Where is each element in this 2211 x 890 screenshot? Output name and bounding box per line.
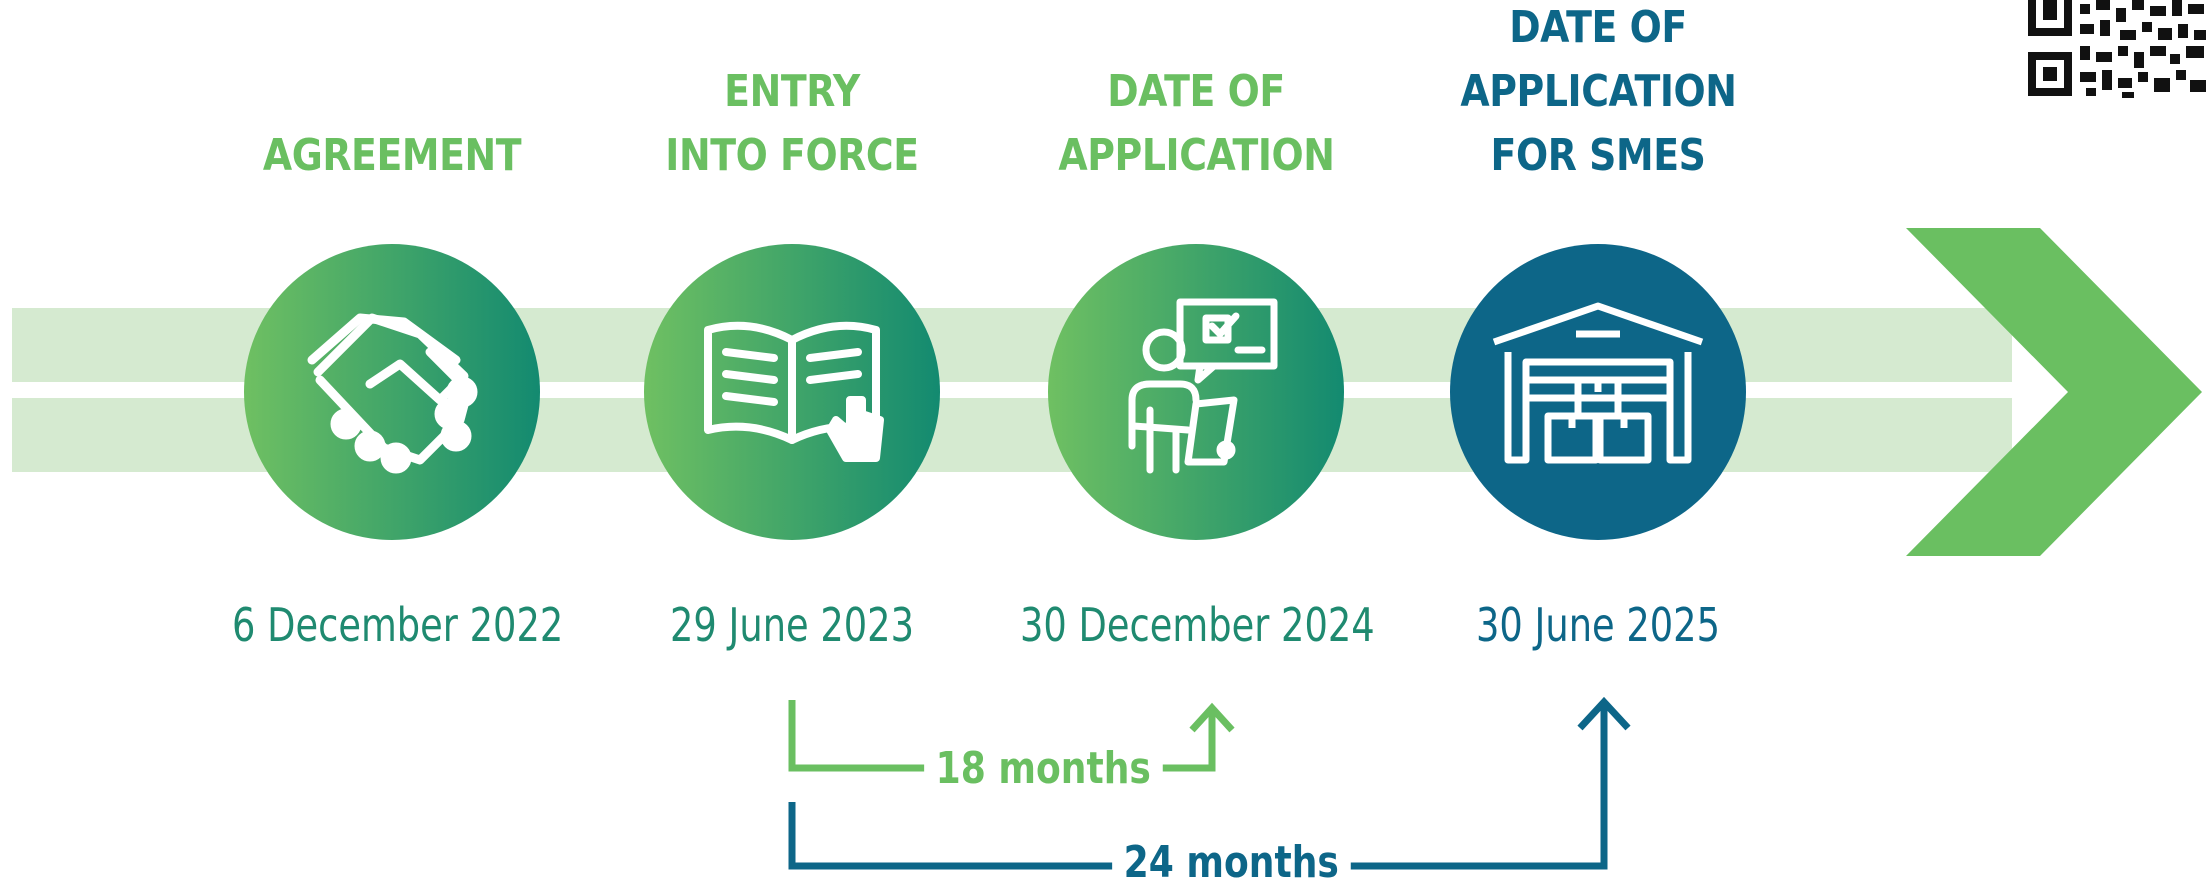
milestone-title-entry: ENTRY INTO FORCE xyxy=(654,60,929,188)
title-line: DATE OF xyxy=(1107,66,1285,117)
milestone-circle-agreement xyxy=(244,244,540,540)
title-line: FOR SMES xyxy=(1490,130,1706,181)
chevron-arrow-icon xyxy=(1906,228,2202,556)
milestone-date-agreement: 6 December 2022 xyxy=(232,598,564,652)
title-line: DATE OF xyxy=(1509,2,1687,53)
milestone-date-smes: 30 June 2025 xyxy=(1475,598,1721,652)
period-label-24-months: 24 months xyxy=(1112,836,1351,890)
period-label-18-months: 18 months xyxy=(924,742,1163,796)
milestone-title-agreement: AGREEMENT xyxy=(254,124,529,188)
warehouse-icon xyxy=(1492,302,1704,464)
milestone-date-application: 30 December 2024 xyxy=(1020,598,1375,652)
title-line: ENTRY xyxy=(724,66,860,117)
milestone-date-entry: 29 June 2023 xyxy=(669,598,915,652)
title-line: APPLICATION xyxy=(1460,66,1737,117)
title-line: AGREEMENT xyxy=(262,130,522,181)
presenter-checklist-icon xyxy=(1128,298,1278,474)
milestone-title-application: DATE OF APPLICATION xyxy=(1058,60,1335,188)
qr-code-icon xyxy=(2026,0,2210,98)
handshake-icon xyxy=(307,313,478,474)
title-line: APPLICATION xyxy=(1058,130,1335,181)
title-line: INTO FORCE xyxy=(665,130,919,181)
open-book-icon xyxy=(704,321,884,462)
milestone-title-smes: DATE OF APPLICATION FOR SMES xyxy=(1460,0,1737,188)
